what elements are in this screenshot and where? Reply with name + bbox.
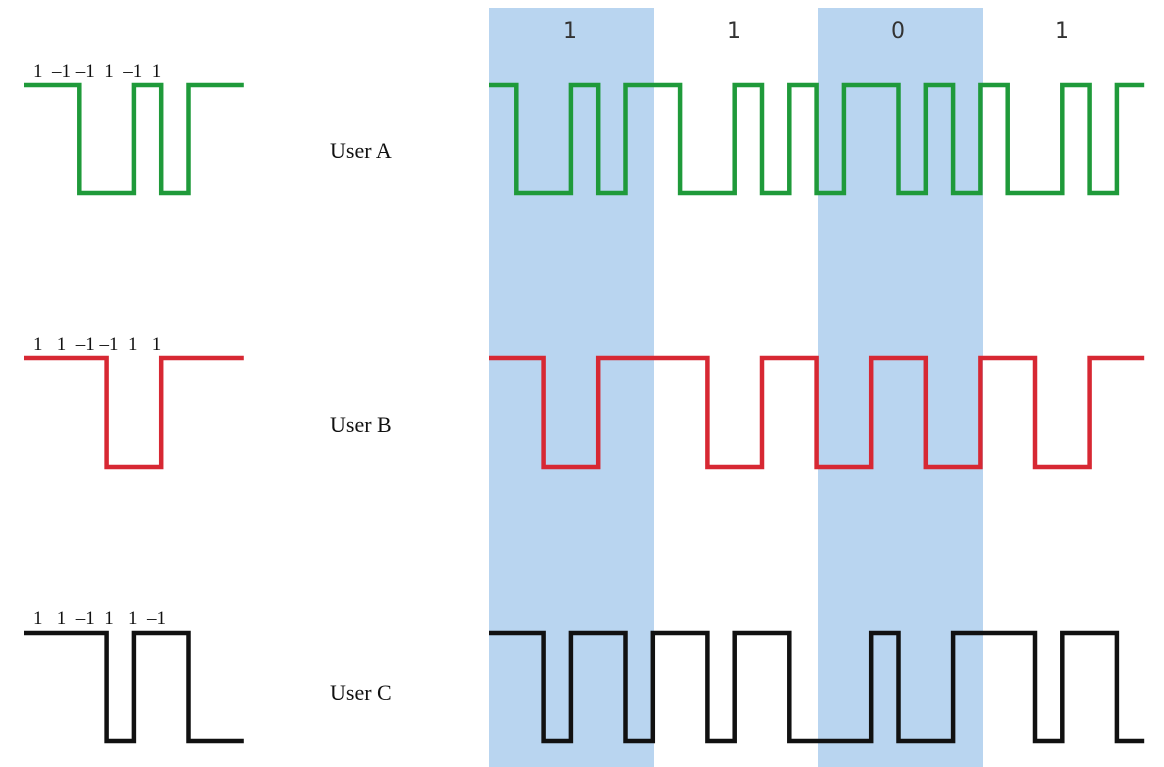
- user-a-label: User A: [330, 138, 392, 163]
- user-a-spread-signal: [489, 82, 1145, 196]
- bit-label: 1: [1055, 19, 1069, 44]
- user-c-label: User C: [330, 680, 392, 705]
- bit-label: 1: [727, 19, 741, 44]
- user-c-chip-waveform: [24, 630, 244, 744]
- bit-label: 1: [563, 19, 577, 44]
- user-a-chip-code: 1 –1 –1 1 –1 1: [33, 61, 161, 82]
- user-b-spread-signal: [489, 355, 1145, 470]
- user-c-chip-code: 1 1 –1 1 1 –1: [33, 608, 166, 629]
- bit-label: 0: [891, 19, 905, 44]
- user-b-chip-code: 1 1 –1 –1 1 1: [33, 334, 161, 355]
- user-a-chip-waveform: [24, 82, 244, 196]
- user-c-spread-signal: [489, 630, 1145, 744]
- user-b-chip-waveform: [24, 355, 244, 470]
- user-b-label: User B: [330, 412, 392, 437]
